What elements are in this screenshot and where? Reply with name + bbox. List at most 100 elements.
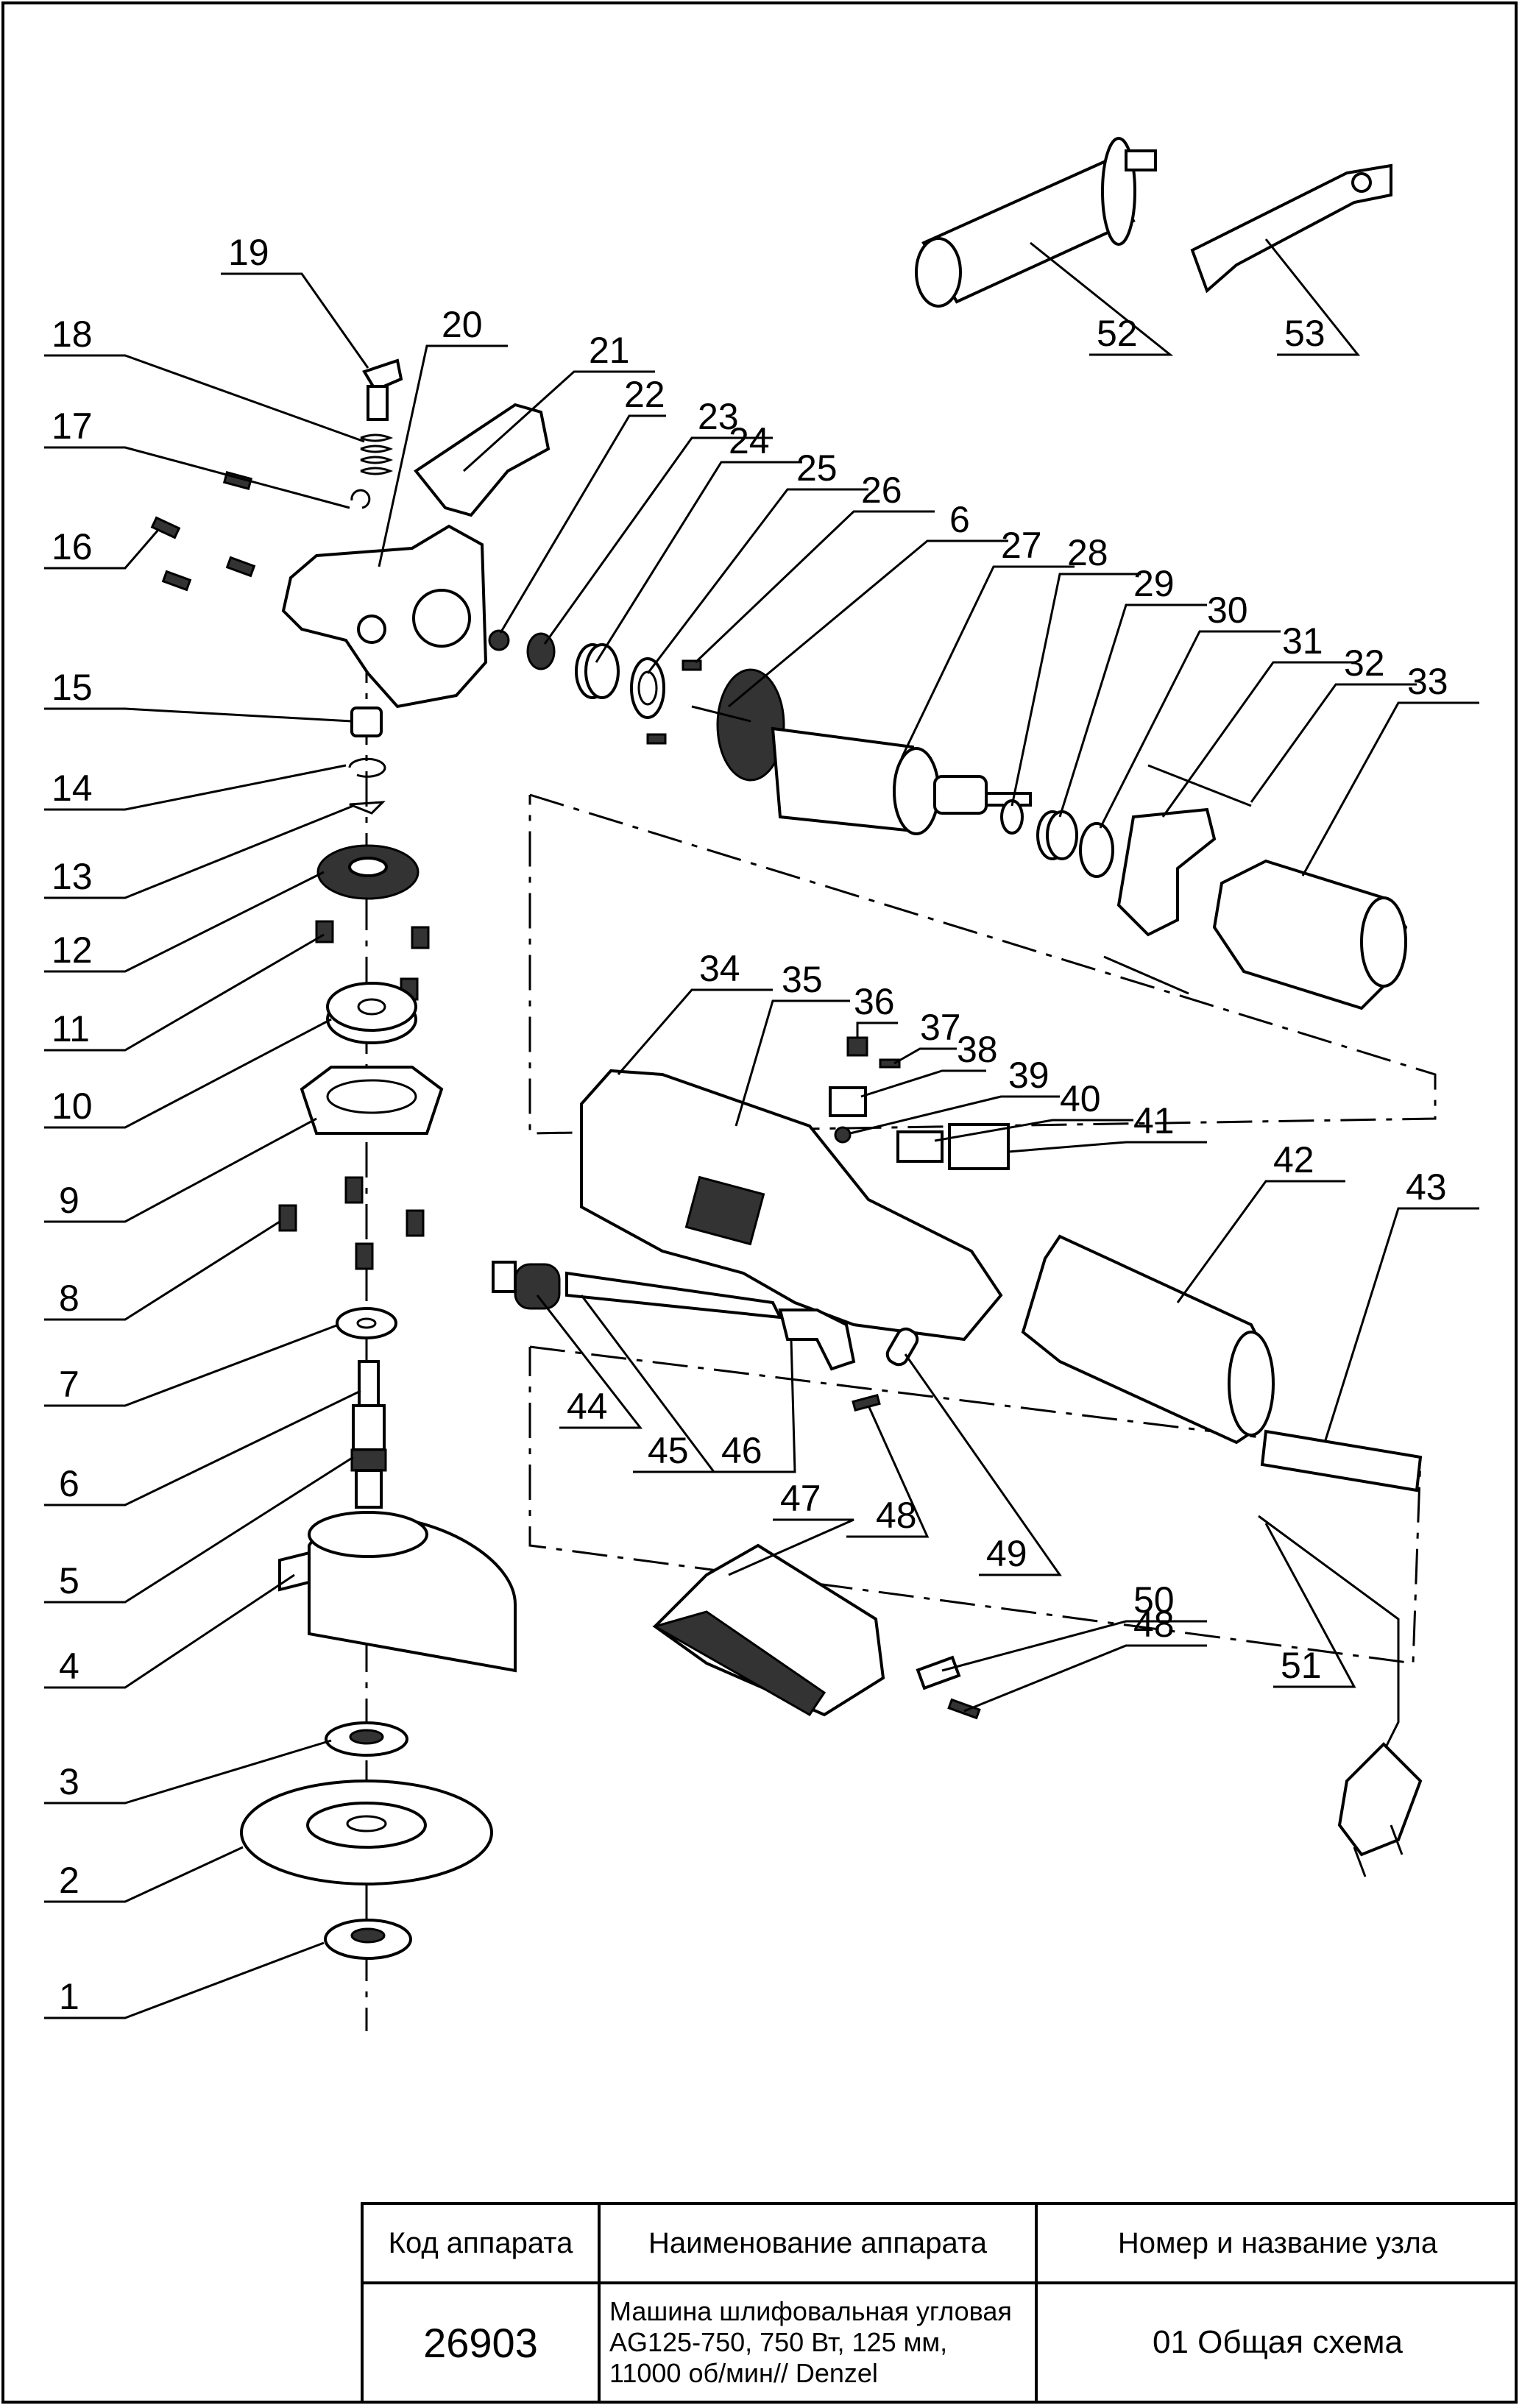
callout-labels: 1 2 3 4 5 6 7 8 9 10 11 12 13 14 15 16 1… [52,232,1448,2017]
stator-part [1212,859,1408,1010]
callout-2: 2 [59,1860,79,1901]
callout-42: 42 [1273,1139,1314,1180]
device-name-line-3: 11000 об/мин// Denzel [609,2358,878,2388]
callout-28: 28 [1067,532,1108,573]
gear-housing-part [281,524,488,709]
callout-37: 37 [920,1007,961,1048]
cable-clamp-part [885,1327,919,1367]
callout-12: 12 [52,929,93,971]
callout-36: 36 [854,981,895,1022]
title-block-header-row: Код аппарата Наименование аппарата Номер… [364,2205,1518,2284]
device-code-value: 26903 [364,2281,601,2404]
device-name-line-2: AG125-750, 750 Вт, 125 мм, [609,2327,948,2357]
label-plate-part [916,1655,961,1690]
spanner-wrench-part [1190,163,1392,294]
assembly-outline-upper [528,793,1437,1135]
retaining-clip-part [350,489,371,509]
callout-17: 17 [52,406,93,447]
switch-rod-part [565,1271,783,1320]
gear-housing-screws-part [150,471,256,592]
small-gear-part [488,629,510,651]
device-name-line-1: Машина шлифовальная угловая [609,2296,1012,2326]
cover-plate-part [414,403,551,517]
callout-46: 46 [721,1430,762,1471]
callout-43: 43 [1406,1166,1447,1208]
grinding-disc-part [240,1780,493,1885]
callout-5: 5 [59,1560,79,1601]
header-device-code: Код аппарата [364,2205,601,2281]
callout-29: 29 [1133,563,1175,604]
spring-part [360,433,394,475]
callout-10: 10 [52,1086,93,1127]
switch-knob-44-part [514,1263,561,1310]
bearing-29-part [1036,810,1078,860]
callout-11: 11 [52,1008,90,1049]
callout-41: 41 [1133,1100,1175,1141]
washer-7-part [336,1307,397,1339]
stator-screw-upper-part [1147,764,1252,807]
callout-33: 33 [1407,661,1448,702]
callout-4: 4 [59,1646,79,1687]
callout-8: 8 [59,1278,79,1319]
callout-24: 24 [729,420,770,461]
fan-baffle-part [1116,807,1217,937]
callout-6: 6 [59,1463,79,1504]
wheel-guard-part [278,1511,517,1673]
callout-1: 1 [59,1976,79,2017]
capacitor-40-part [896,1130,944,1163]
callout-47: 47 [780,1478,821,1519]
callout-31: 31 [1282,620,1323,662]
callout-7: 7 [59,1364,79,1405]
cable-sleeve-part [1260,1429,1423,1492]
callout-38: 38 [957,1029,998,1070]
callout-32: 32 [1344,642,1385,684]
screw-37-part [879,1058,901,1069]
callout-22: 22 [624,374,665,415]
small-screw-part [682,659,702,671]
callout-52: 52 [1097,313,1138,354]
pinion-gear-part [526,632,556,670]
screw-48-lower-part [947,1698,981,1720]
callout-18: 18 [52,314,93,355]
title-block-table: Код аппарата Наименование аппарата Номер… [361,2202,1518,2404]
header-device-name: Наименование аппарата [601,2205,1038,2281]
callout-15: 15 [52,667,93,708]
bearing-10-part [326,982,417,1044]
switch-41-part [948,1123,1010,1170]
switch-plate-44-part [492,1261,517,1293]
armature-rotor-part [691,668,1032,835]
switch-lever-part [778,1309,856,1371]
bearing-holder-30-part [1079,822,1114,878]
callout-53: 53 [1284,313,1325,354]
header-node-name: Номер и название узла [1117,2226,1438,2259]
callout-30: 30 [1207,589,1248,631]
callout-25: 25 [796,447,838,489]
callout-20: 20 [442,304,483,345]
callout-48b: 48 [1133,1604,1175,1645]
bushing-15-part [350,707,383,737]
brush-36-part [846,1036,868,1057]
callout-48: 48 [876,1495,917,1536]
callout-13: 13 [52,856,93,897]
callout-40: 40 [1060,1078,1101,1119]
power-cord-plug-part [1258,1515,1423,1877]
spindle-lock-button-part [362,358,403,421]
rear-housing-part [1021,1234,1275,1445]
callout-49: 49 [986,1533,1027,1574]
callout-39: 39 [1008,1055,1050,1096]
leader-lines [44,238,1479,2019]
callout-50: 50 [1133,1579,1175,1621]
title-block-value-row: 26903 Машина шлифовальная угловая AG125-… [364,2281,1518,2404]
bearing-23-part [575,643,620,699]
callout-6b: 6 [949,499,970,540]
callout-19: 19 [228,232,269,273]
callout-45: 45 [648,1430,689,1471]
bearing-plate-9-part [300,1066,444,1135]
screw-48-part [852,1393,881,1412]
callout-3: 3 [59,1761,79,1802]
washer-13-part [349,801,386,815]
callout-44: 44 [567,1386,608,1427]
callout-34: 34 [699,948,740,989]
